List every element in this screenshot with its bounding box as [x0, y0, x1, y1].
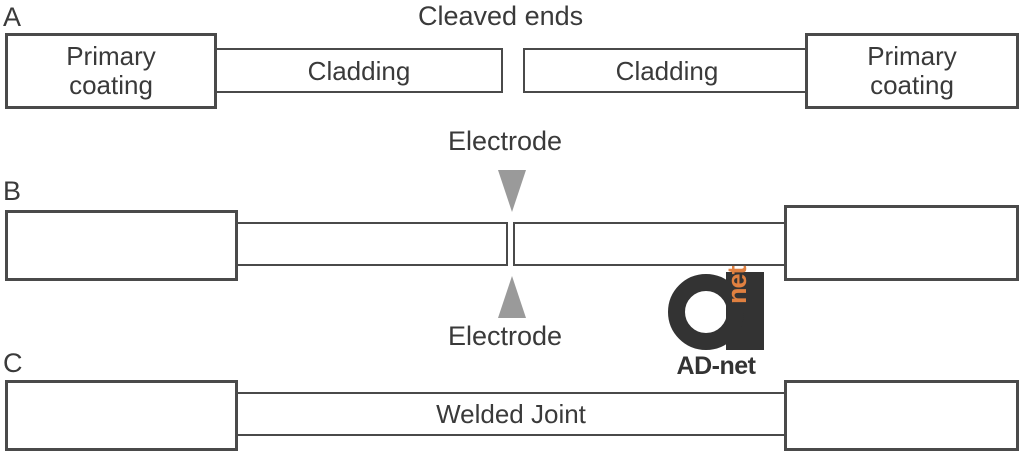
- electrode-bottom-label: Electrode: [448, 321, 563, 351]
- panel-c-welded-cladding-bar: Welded Joint: [236, 392, 786, 436]
- panel-a-left-cladding-bar: Cladding: [215, 48, 503, 93]
- panel-c-right-primary-coating-box: [784, 380, 1019, 451]
- panel-a-right-cladding-label: Cladding: [615, 55, 719, 86]
- panel-b-right-cladding-bar: [513, 222, 786, 266]
- panel-b-left-cladding-bar: [236, 222, 508, 266]
- panel-c-welded-joint-label: Welded Joint: [436, 399, 586, 429]
- electrode-bottom-icon: [498, 276, 526, 318]
- electrode-top-icon: [498, 170, 526, 212]
- electrode-top-label: Electrode: [448, 126, 563, 156]
- adnet-logo-wordmark: AD-net: [676, 352, 756, 380]
- panel-a-left-cladding-label: Cladding: [307, 55, 411, 86]
- panel-a-right-coating-line2: coating: [870, 70, 954, 100]
- panel-a-left-coating-line2: coating: [69, 70, 153, 100]
- adnet-logo-mark: net: [668, 267, 764, 350]
- adnet-logo-net-text: net: [722, 266, 752, 305]
- panel-label-c: C: [3, 348, 23, 378]
- panel-a-right-coating-line1: Primary: [867, 40, 957, 71]
- panel-label-b: B: [3, 176, 22, 206]
- panel-c-left-primary-coating-box: [5, 380, 238, 451]
- panel-b-right-primary-coating-box: [784, 205, 1019, 281]
- panel-a-right-cladding-bar: Cladding: [523, 48, 811, 93]
- panel-label-a: A: [3, 2, 22, 32]
- adnet-logo: net AD-net: [668, 267, 764, 382]
- panel-b-left-primary-coating-box: [5, 210, 238, 281]
- panel-a-left-coating-line1: Primary: [66, 40, 156, 71]
- cleaved-ends-title: Cleaved ends: [418, 1, 584, 31]
